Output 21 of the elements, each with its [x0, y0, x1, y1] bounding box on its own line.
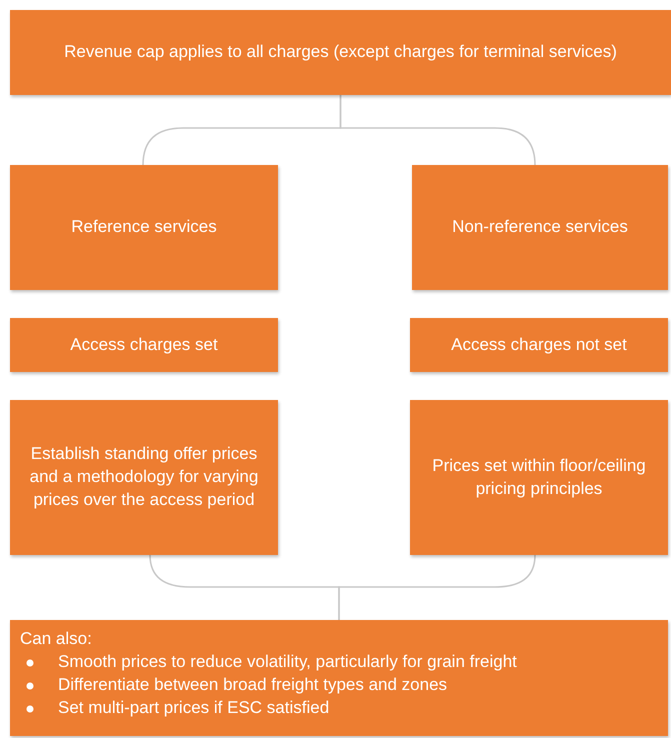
box-label: Revenue cap applies to all charges (except charges for terminal services)	[64, 42, 617, 62]
list-item: Differentiate between broad freight types and zones	[58, 674, 448, 694]
box-label: Non-reference services	[452, 217, 628, 236]
process-box	[410, 400, 668, 555]
connector-line	[338, 554, 536, 620]
process-box	[10, 165, 278, 290]
box-label: Reference services	[71, 217, 217, 236]
process-box	[10, 318, 278, 372]
process-box	[410, 318, 668, 372]
process-box	[412, 165, 668, 290]
box-label: Establish standing offer prices and a methodology for varying prices over the access period	[30, 444, 258, 509]
process-box	[10, 10, 671, 95]
box-label: Prices set within floor/ceiling pricing principles	[432, 456, 646, 498]
list-item: Smooth prices to reduce volatility, particularly for grain freight	[58, 652, 517, 671]
list-heading: Can also:	[20, 629, 92, 648]
box-label: Access charges set	[70, 334, 218, 354]
list-item: Set multi-part prices if ESC satisfied	[58, 698, 330, 717]
box-label: Access charges not set	[451, 334, 627, 354]
process-box	[10, 400, 278, 555]
note-box	[10, 620, 668, 736]
connector-line	[340, 95, 536, 166]
